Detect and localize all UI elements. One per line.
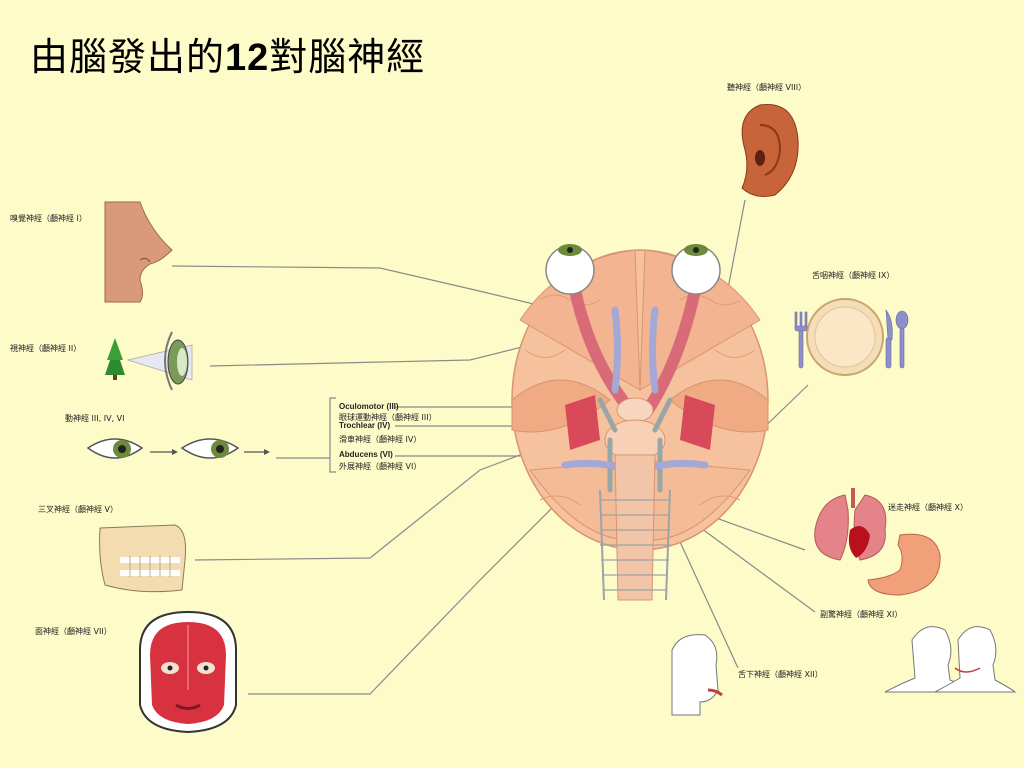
tree-icon [105,338,125,380]
stomach-icon [867,533,941,596]
label-facial: 面神經（顱神經 VII） [35,627,112,636]
label-glossopharyngeal: 舌咽神經（顱神經 IX） [812,271,895,280]
fork-icon [794,311,808,369]
left-eyeball [545,244,595,295]
label-accessory: 副驚神經（顱神經 XI） [820,610,903,619]
page-title: 由腦發出的12對腦神經 [30,26,425,81]
label-auditory: 聽神經（顱神經 VIII） [727,83,807,92]
label-trigeminal: 三叉神經（顱神經 V） [38,505,119,514]
lungs-icon [814,488,887,561]
two-heads-icon [884,626,1017,693]
jaw-icon [99,524,186,593]
plate-icon [806,298,884,376]
facial-muscles-icon [139,610,237,734]
label-abducens-en: Abducens (VI) [339,450,393,459]
head-tongue-icon [671,634,723,716]
eye-pair-icon [86,438,270,459]
trigeminal-line [194,439,561,561]
right-eyeball [671,244,721,295]
facial-line [248,469,591,695]
label-trochlear-zh: 滑車神經（顱神經 IV） [339,435,422,444]
label-oculomotor-zh: 眼球運動神經（顱神經 III） [339,413,437,422]
title-suffix: 對腦神經 [269,35,426,79]
knife-icon [885,309,893,369]
label-olfactory: 嗅覺神經（顱神經 I） [10,214,87,223]
label-hypoglossal: 舌下神經（顱神經 XII） [738,670,823,679]
ear-icon [741,103,799,197]
eye-cross-section-icon [126,331,193,391]
label-vagus: 迷走神經（顱神經 X） [888,503,969,512]
label-trochlear-en: Trochlear (IV) [339,421,391,430]
title-prefix: 由腦發出的 [30,35,226,79]
label-eye-movement: 動神經 III, IV, VI [65,414,125,423]
hypoglossal-line [669,519,739,669]
accessory-line [689,519,816,613]
nose-icon [104,201,173,303]
title-number: 12 [225,37,270,79]
label-oculomotor-en: Oculomotor (III) [339,402,399,411]
heart-icon [848,526,870,558]
label-optic: 視神經（顱神經 II） [10,344,82,353]
label-abducens-zh: 外展神經（顱神經 VI） [339,462,422,471]
bracket [329,397,336,473]
brain [511,244,769,601]
spoon-icon [895,310,909,369]
